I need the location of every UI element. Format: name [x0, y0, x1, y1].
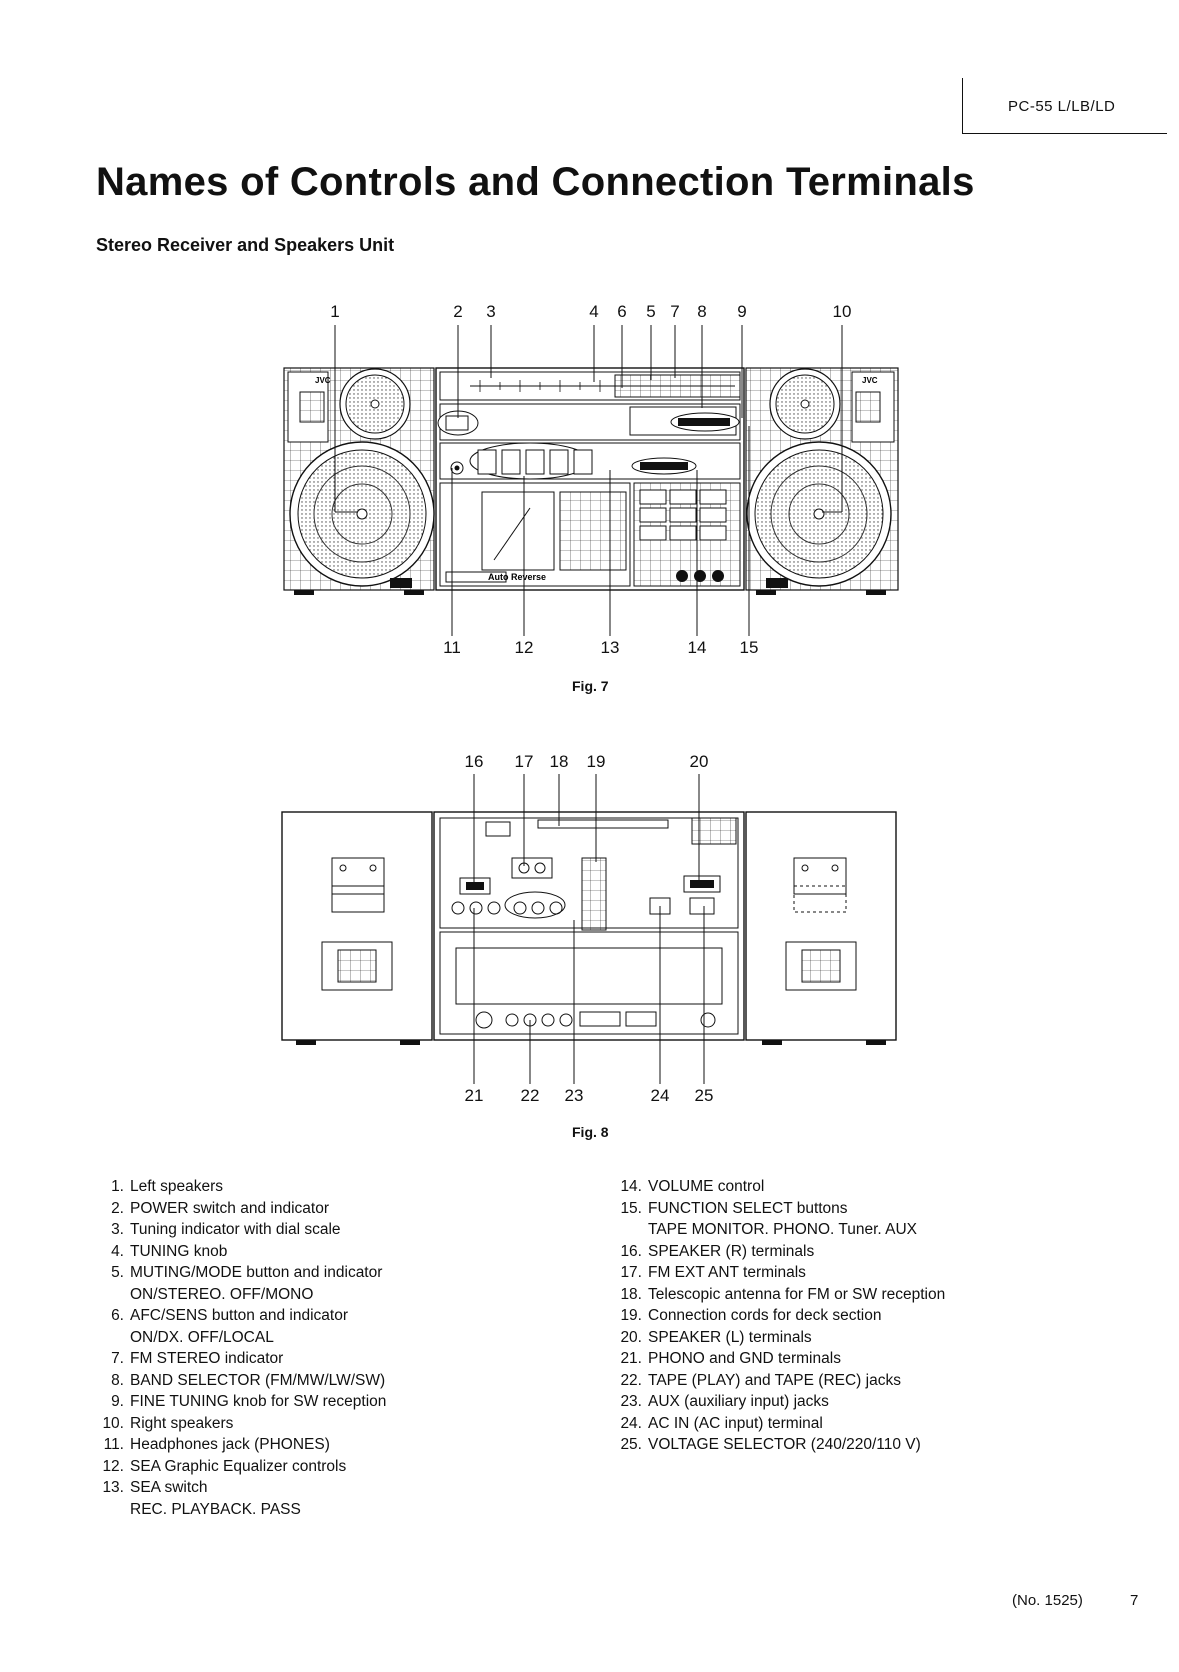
list-item: 23.AUX (auxiliary input) jacks	[620, 1393, 829, 1410]
section-title: Stereo Receiver and Speakers Unit	[96, 235, 395, 255]
document-number: (No. 1525)	[1012, 1592, 1083, 1609]
fig8-leader-lines	[473, 774, 705, 1084]
model-number: PC-55 L/LB/LD	[1008, 98, 1116, 115]
list-item: 14.VOLUME control	[620, 1178, 765, 1195]
page-title: Names of Controls and Connection Termina…	[96, 160, 975, 204]
fig7-callout-5: 5	[646, 302, 656, 321]
list-item: 13.SEA switch	[102, 1479, 208, 1496]
fig7-callout-1: 1	[330, 302, 340, 321]
list-item: 8.BAND SELECTOR (FM/MW/LW/SW)	[111, 1371, 386, 1389]
fig8-callout-21: 21	[464, 1086, 484, 1105]
fig8-callout-23: 23	[564, 1086, 584, 1105]
header-rule-horizontal	[962, 133, 1167, 134]
fig7-callout-13: 13	[600, 638, 620, 657]
fig7-callout-6: 6	[617, 302, 627, 321]
fig8-caption: Fig. 8	[572, 1124, 609, 1140]
center-main-unit: Auto Reverse JVC JVC	[294, 367, 886, 595]
list-item: 17.FM EXT ANT terminals	[620, 1264, 806, 1281]
page-number: 7	[1130, 1592, 1139, 1609]
list-item-sub: ON/STEREO. OFF/MONO	[130, 1285, 314, 1303]
rear-right-speaker	[745, 811, 897, 1045]
fig7-callout-3: 3	[486, 302, 496, 321]
list-item: 24.AC IN (AC input) terminal	[620, 1414, 823, 1432]
list-item: 22.TAPE (PLAY) and TAPE (REC) jacks	[620, 1371, 901, 1389]
fig8-callout-22: 22	[520, 1086, 540, 1105]
fig7-leader-lines	[334, 325, 843, 636]
list-item: 4.TUNING knob	[111, 1242, 228, 1260]
brand-logo-left: JVC	[315, 376, 331, 385]
fig8-callout-18: 18	[549, 752, 569, 771]
list-item: 3.Tuning indicator with dial scale	[111, 1221, 341, 1238]
parts-list-left: 1.Left speakers 2.POWER switch and indic…	[96, 1176, 386, 1520]
fig7-caption: Fig. 7	[572, 678, 609, 694]
rear-left-speaker	[281, 811, 433, 1045]
list-item: 10.Right speakers	[102, 1414, 234, 1432]
list-item: 6.AFC/SENS button and indicator	[111, 1307, 348, 1324]
list-item: 19.Connection cords for deck section	[620, 1307, 882, 1324]
list-item-sub: REC. PLAYBACK. PASS	[130, 1500, 301, 1518]
list-item: 2.POWER switch and indicator	[111, 1199, 329, 1217]
list-item-sub: ON/DX. OFF/LOCAL	[130, 1328, 274, 1346]
list-item: 15.FUNCTION SELECT buttons	[620, 1199, 848, 1217]
brand-logo-right: JVC	[862, 376, 878, 385]
list-item: 18.Telescopic antenna for FM or SW recep…	[620, 1285, 946, 1303]
list-item: 20.SPEAKER (L) terminals	[620, 1328, 812, 1346]
left-speaker-unit	[283, 367, 435, 591]
fig7-callout-4: 4	[589, 302, 599, 321]
list-item-sub: TAPE MONITOR. PHONO. Tuner. AUX	[648, 1221, 918, 1238]
list-item: 9.FINE TUNING knob for SW reception	[111, 1393, 387, 1410]
fig7-callout-9: 9	[737, 302, 747, 321]
rear-center-unit	[433, 811, 745, 1041]
fig8-callout-19: 19	[586, 752, 606, 771]
fig7-callout-12: 12	[514, 638, 534, 657]
fig7-callout-8: 8	[697, 302, 707, 321]
cassette-label: Auto Reverse	[488, 572, 546, 582]
list-item: 1.Left speakers	[111, 1178, 224, 1195]
parts-list-right: 14.VOLUME control 15.FUNCTION SELECT but…	[614, 1176, 945, 1456]
right-speaker-unit	[745, 367, 899, 591]
fig8-callout-24: 24	[650, 1086, 670, 1105]
list-item: 25.VOLTAGE SELECTOR (240/220/110 V)	[620, 1436, 921, 1453]
fig7-callout-11: 11	[443, 638, 461, 657]
list-item: 21.PHONO and GND terminals	[620, 1350, 841, 1367]
fig7-callout-15: 15	[739, 638, 759, 657]
fig7-callout-10: 10	[832, 302, 852, 321]
list-item: 5.MUTING/MODE button and indicator	[111, 1264, 383, 1281]
list-item: 16.SPEAKER (R) terminals	[620, 1242, 815, 1260]
list-item: 12.SEA Graphic Equalizer controls	[102, 1457, 347, 1475]
fig7-callout-7: 7	[670, 302, 680, 321]
fig8-callout-20: 20	[689, 752, 709, 771]
fig7-callout-2: 2	[453, 302, 463, 321]
fig8-callout-16: 16	[464, 752, 484, 771]
fig8-callout-17: 17	[514, 752, 534, 771]
fig8-callout-25: 25	[694, 1086, 714, 1105]
list-item: 11.Headphones jack (PHONES)	[103, 1436, 330, 1453]
fig7-callout-14: 14	[687, 638, 707, 657]
list-item: 7.FM STEREO indicator	[111, 1350, 284, 1367]
header-rule-vertical	[962, 78, 963, 134]
